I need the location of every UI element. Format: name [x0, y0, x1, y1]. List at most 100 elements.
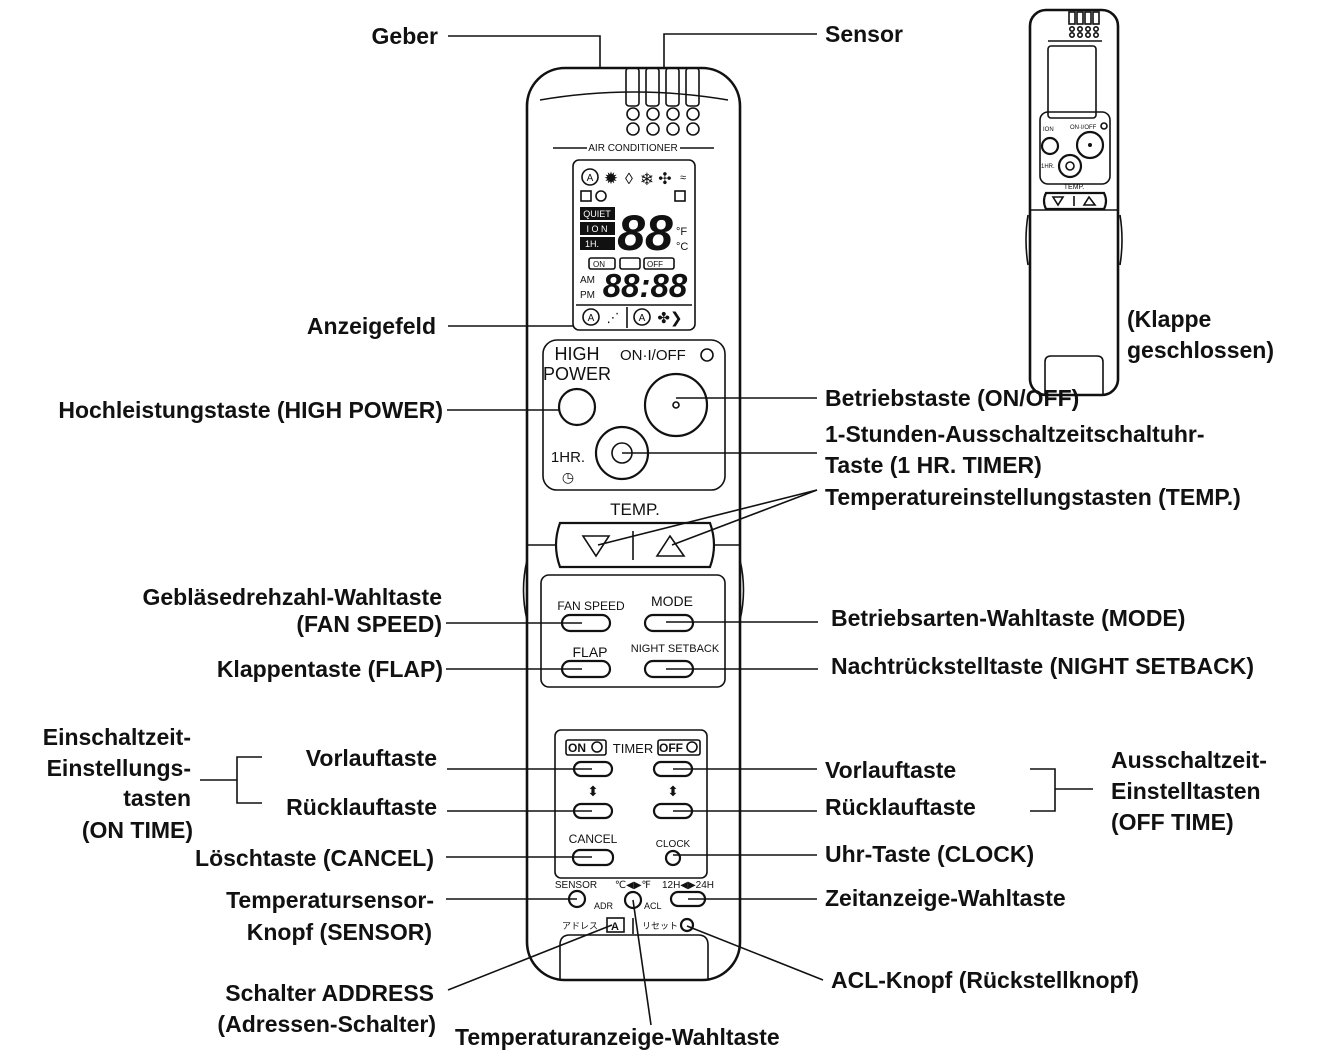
cancel-text: CANCEL: [569, 832, 618, 846]
high-power-button[interactable]: [557, 387, 597, 427]
sensor-text: SENSOR: [555, 880, 597, 891]
lcd-time-digits: 88:88: [603, 267, 688, 304]
closed-on-off-text: ON·I/OFF: [1070, 125, 1097, 131]
lcd-temperature-digits: 88: [617, 205, 673, 261]
label-vorlauf-left: Vorlauftaste: [306, 745, 437, 771]
label-vorlauf-right: Vorlauftaste: [825, 757, 956, 783]
label-clock: Uhr-Taste (CLOCK): [825, 841, 1034, 867]
label-on-time-4: (ON TIME): [82, 817, 193, 843]
timer-text: TIMER: [613, 741, 653, 756]
address-jp-text: アドレス: [562, 921, 598, 931]
label-sensor-knob-2: Knopf (SENSOR): [247, 919, 432, 945]
closed-ion-button[interactable]: [1040, 136, 1060, 156]
flap-swing-icon: ⋰: [607, 310, 620, 325]
fan-level-icon: ✤❯: [657, 310, 682, 327]
closed-sensor-window: [1068, 11, 1100, 38]
high-power-text-2: POWER: [543, 364, 611, 384]
lcd-off-tag: OFF: [647, 260, 663, 269]
remote-closed: ON·I/OFF ION 1HR. TEMP.: [1025, 8, 1123, 397]
updown-arrows-icon: ⬍: [587, 783, 599, 799]
acl-text: ACL: [644, 901, 662, 911]
label-off-time-2: Einstelltasten: [1111, 778, 1261, 804]
reset-jp-text: リセット: [642, 921, 678, 931]
label-acl: ACL-Knopf (Rückstellknopf): [831, 967, 1139, 993]
brand-strip: AIR CONDITIONER: [588, 143, 677, 154]
on-off-button[interactable]: [643, 372, 709, 438]
label-betrieb: Betriebstaste (ON/OFF): [825, 385, 1079, 411]
timer-on-tag: ON: [568, 741, 586, 755]
temp-buttons[interactable]: [554, 521, 716, 569]
label-timer-1: 1-Stunden-Ausschaltzeitschaltuhr-: [825, 421, 1205, 447]
label-timer-2: Taste (1 HR. TIMER): [825, 452, 1042, 478]
callout-labels: Geber Sensor (Klappe geschlossen) Anzeig…: [43, 21, 1274, 1050]
adr-text: ADR: [594, 901, 614, 911]
label-zeitanzeige: Zeitanzeige-Wahltaste: [825, 885, 1066, 911]
address-letter: A: [611, 921, 619, 933]
label-flap: Klappentaste (FLAP): [217, 656, 443, 682]
clock-button[interactable]: [664, 849, 682, 867]
temp-unit-switch-text: ℃◀▶℉: [615, 880, 651, 891]
label-klappe-2: geschlossen): [1127, 337, 1274, 363]
closed-1hr-text: 1HR.: [1041, 164, 1055, 170]
label-anzeigefeld: Anzeigefeld: [307, 313, 436, 339]
lcd-on-tag: ON: [593, 260, 605, 269]
fan-speed-text: FAN SPEED: [557, 599, 625, 613]
lcd-1h: 1H.: [585, 239, 599, 249]
sun-icon: ✹: [604, 169, 618, 188]
lcd-unit-f: °F: [676, 226, 687, 238]
sensor-window: [625, 67, 700, 107]
lcd-unit-c: °C: [676, 241, 688, 253]
hour-switch-text: 12H◀▶24H: [662, 880, 714, 891]
clock-icon: ◷: [562, 469, 574, 485]
label-off-time-3: (OFF TIME): [1111, 809, 1234, 835]
temp-text: TEMP.: [610, 500, 660, 519]
label-cancel: Löschtaste (CANCEL): [195, 845, 434, 871]
temp-up-button[interactable]: [655, 534, 686, 557]
label-sensor-knob-1: Temperatursensor-: [226, 887, 434, 913]
wifi-icon: ≈: [680, 172, 686, 184]
lcd-am: AM: [580, 275, 595, 286]
closed-lcd: [1047, 45, 1097, 119]
label-ruecklauf-right: Rücklauftaste: [825, 794, 976, 820]
snowflake-icon: ❄: [640, 170, 654, 189]
closed-temp-text: TEMP.: [1064, 184, 1085, 191]
closed-one-hour-button[interactable]: [1057, 153, 1083, 179]
label-sensor: Sensor: [825, 21, 903, 47]
closed-ion-text: ION: [1043, 127, 1054, 133]
label-address-2: (Adressen-Schalter): [217, 1011, 436, 1037]
label-mode: Betriebsarten-Wahltaste (MODE): [831, 605, 1185, 631]
one-hr-text: 1HR.: [551, 449, 585, 466]
updown-arrows-icon: ⬍: [667, 783, 679, 799]
label-ruecklauf-left: Rücklauftaste: [286, 794, 437, 820]
svg-text:A: A: [587, 173, 594, 184]
label-fan-2: (FAN SPEED): [296, 611, 442, 637]
mode-button[interactable]: [643, 613, 695, 633]
label-temp: Temperatureinstellungstasten (TEMP.): [825, 484, 1241, 510]
timer-off-tag: OFF: [659, 741, 683, 755]
leader-lines: [200, 33, 1093, 1026]
drop-icon: ◊: [625, 171, 633, 188]
lcd-pm: PM: [580, 290, 595, 301]
closed-temp-buttons[interactable]: [1042, 191, 1108, 211]
mode-text: MODE: [651, 593, 693, 609]
label-on-time-1: Einschaltzeit-: [43, 724, 191, 750]
flap-text: FLAP: [572, 644, 607, 660]
night-setback-text: NIGHT SETBACK: [631, 643, 720, 655]
lcd-ion: I O N: [586, 224, 607, 234]
label-address-1: Schalter ADDRESS: [225, 980, 434, 1006]
label-on-time-2: Einstellungs-: [47, 755, 191, 781]
clock-text: CLOCK: [656, 839, 691, 850]
label-klappe-1: (Klappe: [1127, 306, 1211, 332]
label-temp-display: Temperaturanzeige-Wahltaste: [455, 1024, 780, 1050]
svg-text:A: A: [639, 313, 646, 324]
acl-button[interactable]: [679, 917, 695, 933]
temp-down-button[interactable]: [581, 535, 611, 558]
svg-text:A: A: [588, 313, 595, 324]
label-hochleistung: Hochleistungstaste (HIGH POWER): [58, 397, 443, 423]
label-on-time-3: tasten: [123, 785, 191, 811]
speaker-holes: [626, 107, 700, 136]
lcd-display: A ✹ ◊ ❄ ✣ ≈ QUIET I O N 1H. 88 °F °C ON …: [572, 159, 696, 331]
label-geber: Geber: [372, 23, 439, 49]
lcd-quiet: QUIET: [583, 209, 611, 219]
